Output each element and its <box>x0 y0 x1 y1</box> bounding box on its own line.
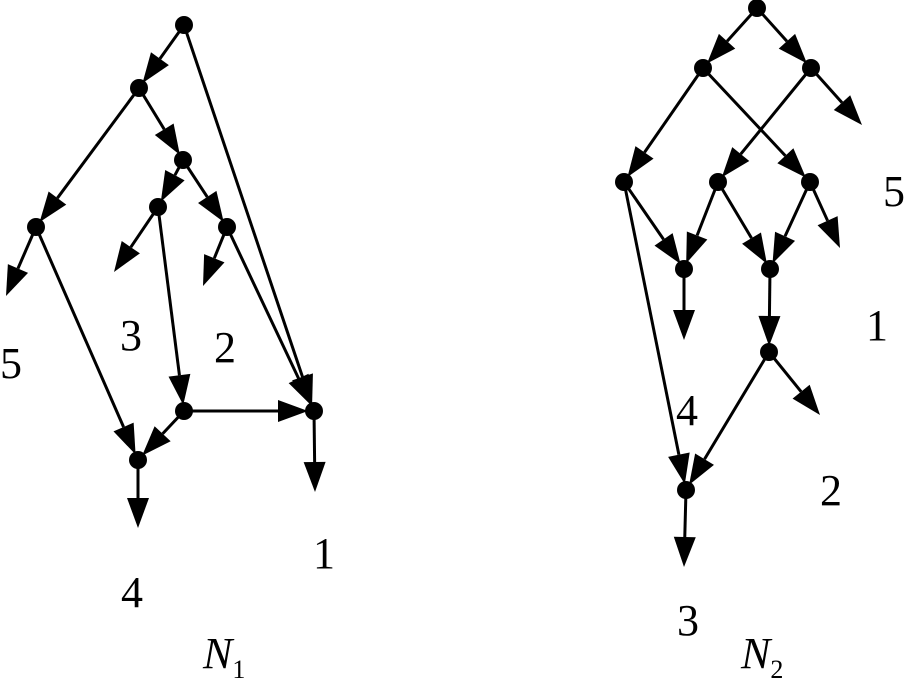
arrowhead <box>742 232 767 264</box>
edges <box>6 6 862 567</box>
node-dot <box>694 59 712 77</box>
arrowhead <box>278 400 308 422</box>
arrowhead <box>758 315 781 347</box>
arrowhead <box>673 536 696 567</box>
edge-line <box>622 181 681 456</box>
node-dot <box>760 343 778 361</box>
node-dot <box>175 402 193 420</box>
node-dot <box>801 173 819 191</box>
edge-line <box>783 181 812 237</box>
node-dot <box>709 173 727 191</box>
arrowhead <box>154 123 180 155</box>
edge-line <box>34 226 125 428</box>
edge-line <box>156 206 181 376</box>
leaf-label-n1-5: 5 <box>0 339 22 388</box>
leaf-label-n2-5: 5 <box>883 167 905 216</box>
arrowhead <box>127 498 149 528</box>
network-2-labels: 5 1 4 2 3 N2 <box>676 167 905 683</box>
arrowhead <box>303 461 326 492</box>
leaf-label-n1-1: 1 <box>313 529 335 578</box>
node-dot <box>218 218 236 236</box>
leaf-label-n2-2: 2 <box>820 466 842 515</box>
edge-line <box>695 181 720 237</box>
edge-line <box>56 87 141 199</box>
arrowhead <box>778 33 807 64</box>
arrowhead <box>114 240 140 272</box>
network-1-labels: 5 3 2 4 1 N1 <box>0 311 335 683</box>
edge-line <box>182 24 304 378</box>
arrowhead <box>39 191 67 223</box>
arrowhead <box>777 148 806 178</box>
network-2-title: N2 <box>740 629 783 683</box>
arrowhead <box>142 426 171 456</box>
leaf-label-n2-4: 4 <box>676 386 698 435</box>
arrowhead <box>142 52 169 84</box>
arrowhead <box>113 422 136 455</box>
arrowhead <box>198 190 224 222</box>
node-dot <box>748 0 766 17</box>
edge-line <box>701 66 787 157</box>
edge-line <box>739 67 813 156</box>
arrowhead <box>168 373 191 406</box>
edge-line <box>703 351 771 460</box>
node-dot <box>615 173 633 191</box>
edge-line <box>225 226 300 380</box>
leaf-label-n2-3: 3 <box>677 596 699 645</box>
arrowhead <box>686 231 708 264</box>
arrowhead <box>627 146 654 178</box>
nodes <box>27 0 820 499</box>
node-dot <box>761 260 779 278</box>
edge-line <box>643 67 705 154</box>
node-dot <box>129 451 147 469</box>
network-1-title: N1 <box>202 629 245 683</box>
arrowhead <box>772 231 796 264</box>
node-dot <box>130 79 148 97</box>
node-dot <box>149 198 167 216</box>
node-dot <box>802 59 820 77</box>
arrowhead <box>668 452 690 485</box>
arrowhead <box>673 310 695 340</box>
arrowhead <box>792 384 820 415</box>
arrowhead <box>721 147 750 178</box>
arrowhead <box>817 216 840 248</box>
arrowhead <box>707 33 736 64</box>
edge-line <box>622 181 665 241</box>
arrowhead <box>833 95 862 125</box>
leaf-label-n1-3: 3 <box>120 311 142 360</box>
arrowhead <box>203 254 225 286</box>
node-dot <box>175 16 193 34</box>
leaf-label-n2-1: 1 <box>866 301 888 350</box>
arrowhead <box>160 170 185 202</box>
arrowhead <box>689 453 714 485</box>
node-dot <box>675 260 693 278</box>
node-dot <box>27 218 45 236</box>
arrowhead <box>288 373 312 406</box>
node-dot <box>174 151 192 169</box>
edge-line <box>716 181 753 239</box>
arrowhead <box>6 264 29 296</box>
node-dot <box>677 481 695 499</box>
leaf-label-n1-4: 4 <box>121 568 143 617</box>
leaf-label-n1-2: 2 <box>214 323 236 372</box>
arrowhead <box>654 233 681 265</box>
node-dot <box>305 402 323 420</box>
